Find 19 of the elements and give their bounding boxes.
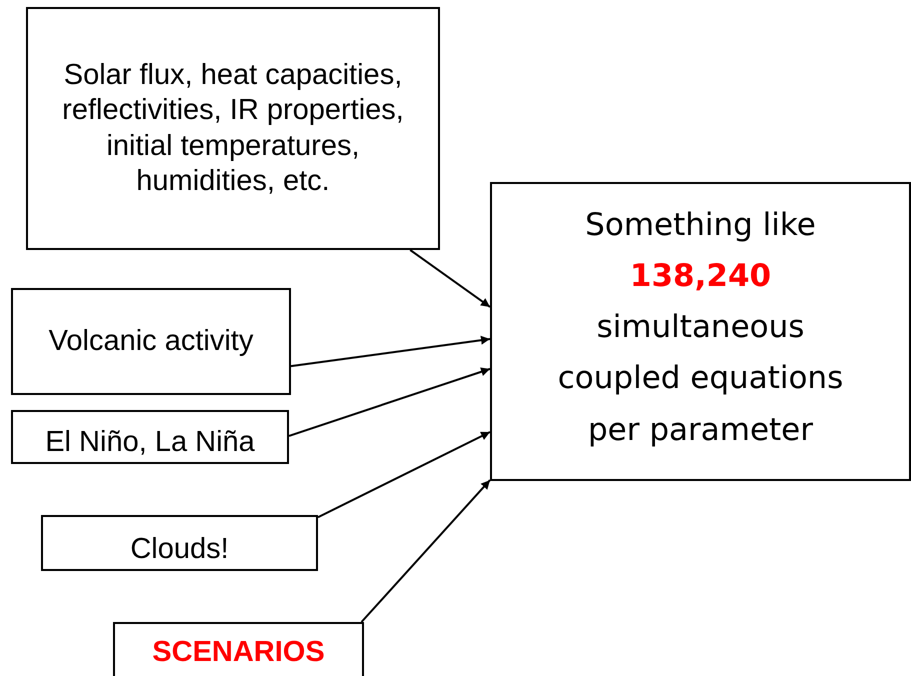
arrow	[410, 249, 491, 308]
input-box	[11, 410, 289, 464]
count-number: 138,240	[630, 257, 772, 296]
node-text: simultaneous coupled equations per parameter	[556, 308, 844, 450]
node-text: El Niño, La Niña	[45, 424, 255, 460]
node-text: Something like	[585, 206, 816, 245]
input-box	[11, 288, 291, 395]
parameter-box	[26, 7, 440, 250]
node-text: SCENARIOS	[152, 634, 325, 670]
result-box	[490, 182, 911, 481]
arrow	[318, 431, 490, 518]
input-box	[41, 515, 318, 571]
scenario-box	[113, 622, 364, 676]
node-text: Volcanic activity	[48, 324, 254, 359]
arrow	[360, 479, 491, 623]
arrow	[288, 367, 490, 437]
node-text: Clouds!	[130, 532, 229, 567]
node-text: Solar flux, heat capacities, reflectivities, IR properties, initial temperatures, humidities, etc.	[61, 58, 405, 199]
arrow	[290, 336, 490, 368]
